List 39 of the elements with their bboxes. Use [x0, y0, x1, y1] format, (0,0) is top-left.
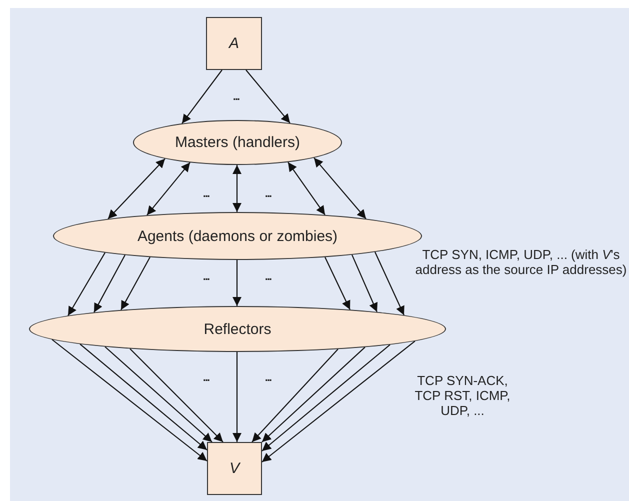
ellipsis-mark: ...	[264, 271, 272, 284]
node-label: Masters (handlers)	[174, 134, 300, 151]
node-label: Reflectors	[204, 320, 272, 338]
arrow	[146, 162, 190, 216]
node-label: V	[229, 460, 240, 477]
node-box	[207, 442, 262, 495]
arrow	[232, 260, 242, 306]
arrow	[232, 165, 242, 212]
arrow	[352, 254, 378, 312]
ellipsis-mark: ...	[202, 271, 210, 284]
annotation: TCP SYN-ACK, TCP RST, ICMP, UDP, ...	[414, 374, 512, 419]
node-label: A	[228, 35, 239, 52]
arrow	[324, 256, 350, 310]
arrow	[182, 70, 222, 124]
arrow	[314, 157, 366, 220]
node-box	[206, 17, 262, 70]
arrow	[52, 339, 208, 462]
arrow	[246, 70, 290, 124]
node-label: Agents (daemons or zombies)	[137, 228, 338, 244]
arrow	[94, 254, 126, 313]
annotation: TCP SYN, ICMP, UDP, ... (with V's address as the source IP addresses)	[414, 248, 628, 278]
arrow	[120, 256, 150, 310]
ellipsis-mark: ...	[264, 188, 272, 201]
arrow	[374, 252, 404, 316]
ellipsis-mark: ...	[202, 372, 210, 385]
arrow	[252, 348, 338, 442]
ellipsis-mark: ...	[202, 188, 210, 201]
arrow	[104, 346, 212, 442]
arrow	[232, 352, 242, 442]
arrow	[108, 158, 166, 220]
arrow	[262, 346, 366, 442]
arrow	[68, 252, 106, 316]
arrow	[80, 344, 208, 450]
arrow	[130, 348, 224, 442]
ellipsis-mark: ...	[232, 91, 240, 104]
arrow	[288, 162, 326, 216]
ellipsis-mark: ...	[264, 372, 272, 385]
arrow	[262, 340, 416, 462]
arrow	[262, 344, 390, 452]
